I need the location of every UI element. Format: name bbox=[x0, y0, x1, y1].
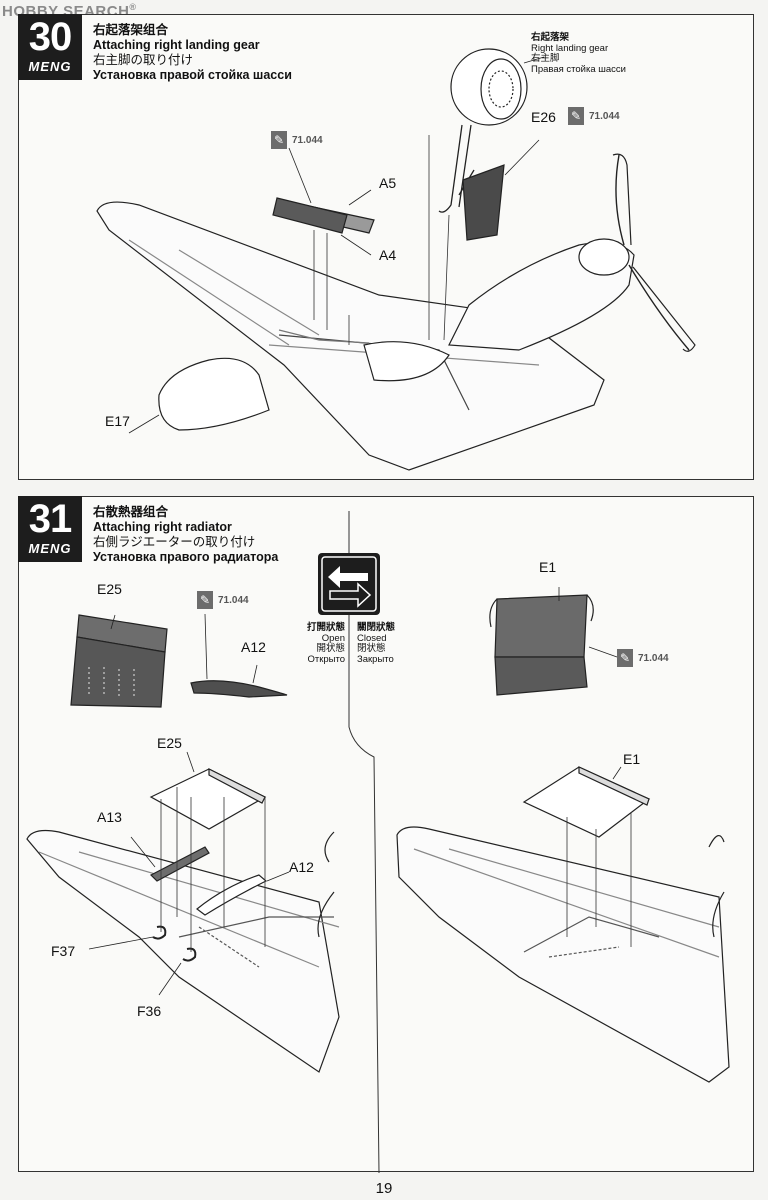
step-number-badge: 31 MENG bbox=[18, 496, 82, 562]
step-31-panel: 31 MENG 右散熱器组合 Attaching right radiator … bbox=[18, 496, 754, 1173]
page-number: 19 bbox=[375, 1180, 393, 1197]
part-label: F36 bbox=[137, 1003, 162, 1019]
paint-callout: ✎71.044 bbox=[568, 107, 620, 125]
part-label: E1 bbox=[539, 559, 557, 575]
part-label: A12 bbox=[289, 859, 314, 875]
closed-state-caption: 關閉狀態 Closed 閉状態 Закрыто bbox=[357, 622, 396, 665]
title-en: Attaching right landing gear bbox=[93, 38, 260, 52]
step-30-drawing bbox=[96, 48, 696, 471]
step-title-block: 右起落架组合 Attaching right landing gear 右主脚の… bbox=[93, 23, 292, 83]
title-ru: Установка правой стойка шасси bbox=[93, 68, 292, 82]
paint-callout: ✎71.044 bbox=[617, 649, 669, 667]
step-number-badge: 30 MENG bbox=[18, 14, 82, 80]
part-label: A5 bbox=[379, 175, 397, 191]
part-label: A4 bbox=[379, 247, 397, 263]
title-cn: 右散熱器组合 bbox=[93, 505, 169, 519]
right-landing-gear-callout: 右起落架 Right landing gear 右主脚 Правая стойк… bbox=[531, 32, 626, 75]
title-jp: 右主脚の取り付け bbox=[93, 53, 194, 67]
title-jp: 右側ラジエーターの取り付け bbox=[93, 535, 256, 549]
paint-callout: ✎71.044 bbox=[197, 591, 249, 609]
part-label: E17 bbox=[105, 413, 130, 429]
part-label: E1 bbox=[623, 751, 641, 767]
paint-brush-icon: ✎ bbox=[568, 107, 584, 125]
open-state-caption: 打開狀態 Open 開状態 Открыто bbox=[306, 622, 345, 665]
title-en: Attaching right radiator bbox=[93, 520, 232, 534]
title-ru: Установка правого радиатора bbox=[93, 550, 279, 564]
step-31-drawing bbox=[26, 511, 730, 1173]
paint-brush-icon: ✎ bbox=[617, 649, 633, 667]
part-label: E26 bbox=[531, 109, 556, 125]
brand-logo: MENG bbox=[28, 59, 72, 74]
step-title-block: 右散熱器组合 Attaching right radiator 右側ラジエーター… bbox=[93, 505, 278, 565]
open-closed-arrow-icon bbox=[318, 553, 380, 615]
paint-callout: ✎71.044 bbox=[271, 131, 323, 149]
step-30-panel: 30 MENG 右起落架组合 Attaching right landing g… bbox=[18, 14, 754, 480]
brand-logo: MENG bbox=[28, 541, 72, 556]
paint-brush-icon: ✎ bbox=[197, 591, 213, 609]
paint-brush-icon: ✎ bbox=[271, 131, 287, 149]
part-label: E25 bbox=[157, 735, 182, 751]
part-label: A12 bbox=[241, 639, 266, 655]
part-label: A13 bbox=[97, 809, 122, 825]
part-label: E25 bbox=[97, 581, 122, 597]
part-label: F37 bbox=[51, 943, 76, 959]
title-cn: 右起落架组合 bbox=[93, 23, 169, 37]
